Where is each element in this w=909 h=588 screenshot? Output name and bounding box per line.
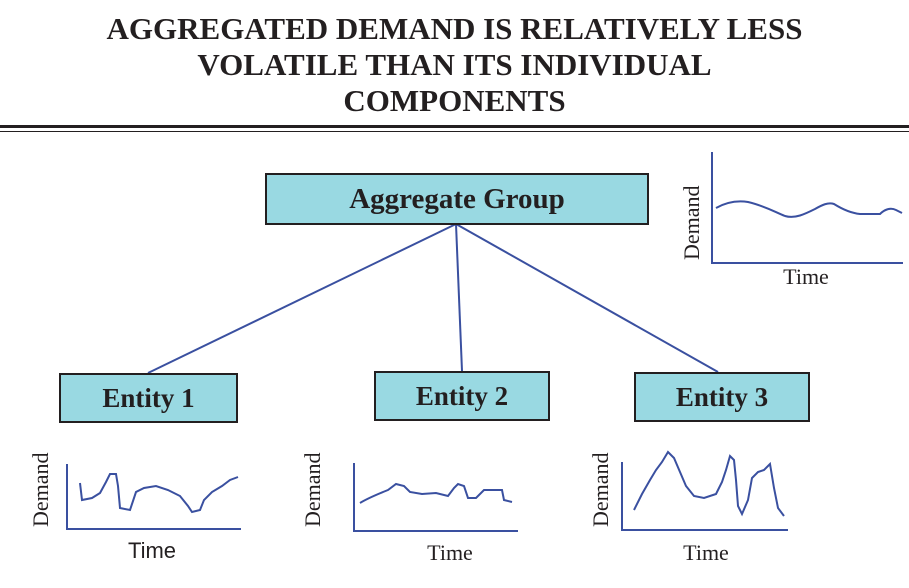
entity-2-demand-line [359, 482, 513, 504]
title-line-3: COMPONENTS [343, 83, 566, 118]
entity-1-xlabel: Time [128, 538, 176, 563]
aggregate-demand-chart: Demand Time [679, 152, 903, 289]
title-rule-thick [0, 125, 909, 128]
aggregate-axes [711, 152, 903, 264]
entity-3-ylabel: Demand [588, 452, 613, 527]
title-line-1: AGGREGATED DEMAND IS RELATIVELY LESS [106, 11, 803, 46]
entity-1-axes [66, 464, 241, 530]
title-rule-thin [0, 131, 909, 132]
title-line-2: VOLATILE THAN ITS INDIVIDUAL [197, 47, 712, 82]
entity-2-box: Entity 2 [374, 371, 550, 421]
entity-2-axes [353, 463, 518, 532]
entity-3-demand-line [633, 450, 785, 517]
aggregate-xlabel: Time [783, 264, 829, 289]
entity-1-ylabel: Demand [28, 452, 53, 527]
entity-3-box: Entity 3 [634, 372, 810, 422]
entity-2-demand-chart: Demand Time [300, 452, 518, 565]
entity-3-demand-chart: Demand Time [588, 450, 788, 565]
connector-entity3 [455, 223, 719, 373]
entity-2-ylabel: Demand [300, 452, 325, 527]
aggregate-demand-line [715, 200, 903, 218]
connector-entity1 [147, 223, 457, 374]
aggregate-ylabel: Demand [679, 185, 704, 260]
entity-1-box: Entity 1 [59, 373, 238, 423]
entity-3-axes [621, 462, 788, 531]
connector-entity2 [455, 223, 463, 372]
entity-1-demand-chart: Demand Time [28, 452, 241, 563]
aggregate-group-box: Aggregate Group [265, 173, 649, 225]
entity-3-xlabel: Time [683, 540, 729, 565]
entity-1-demand-line [79, 473, 239, 514]
entity-2-xlabel: Time [427, 540, 473, 565]
